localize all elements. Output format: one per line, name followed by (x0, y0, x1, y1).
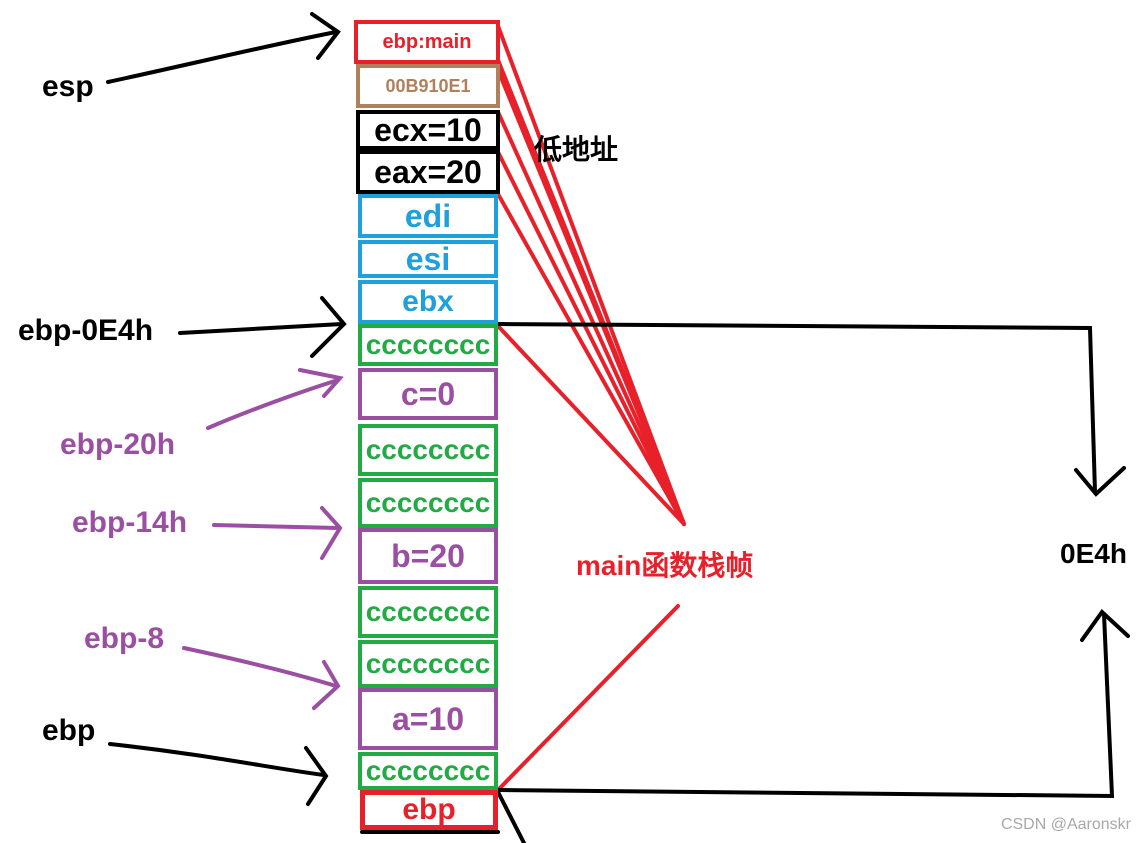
stack-cell: cccccccc (358, 640, 498, 688)
stack-cell: b=20 (358, 528, 498, 584)
stack-cell: cccccccc (358, 586, 498, 638)
esp-arrow (106, 12, 341, 84)
main-frame-fan-lines (496, 24, 686, 792)
main-frame-label: main函数栈帧 (576, 550, 754, 581)
esp-label: esp (42, 70, 94, 103)
ebp-label: ebp (42, 714, 96, 747)
frame-size-label: 0E4h (1060, 538, 1127, 569)
ebp-14h-label: ebp-14h (72, 506, 188, 539)
ebp-8-label: ebp-8 (84, 622, 165, 655)
stack-cell: ebx (358, 280, 498, 324)
low-address-label: 低地址 (534, 134, 619, 165)
stack-cell: ebp:main (354, 20, 500, 64)
ebp-down-arrow (360, 790, 526, 843)
ebp-14h-arrow (212, 506, 343, 560)
stack-cell: edi (358, 194, 498, 238)
stack-cell: esi (358, 240, 498, 278)
ebp-20h-label: ebp-20h (60, 428, 176, 461)
stack-cell: cccccccc (358, 324, 498, 366)
ebp-0e4h-arrow (178, 296, 347, 358)
frame-size-bracket (496, 322, 1130, 799)
stack-cell: cccccccc (358, 752, 498, 790)
watermark: CSDN @Aaronskr (1000, 816, 1131, 833)
stack-cell: cccccccc (358, 424, 498, 476)
stack-cell: c=0 (358, 368, 498, 420)
stack-cell: ecx=10 (356, 110, 500, 150)
stack-cell: 00B910E1 (356, 64, 500, 108)
ebp-0e4h-label: ebp-0E4h (18, 314, 154, 347)
stack-cell: a=10 (358, 688, 498, 750)
ebp-8-arrow (182, 646, 341, 710)
ebp-arrow (108, 742, 329, 806)
stack-cell: eax=20 (356, 150, 500, 194)
stack-cell: ebp (360, 790, 498, 830)
stack-cell: cccccccc (358, 478, 498, 528)
ebp-20h-arrow (206, 368, 344, 430)
